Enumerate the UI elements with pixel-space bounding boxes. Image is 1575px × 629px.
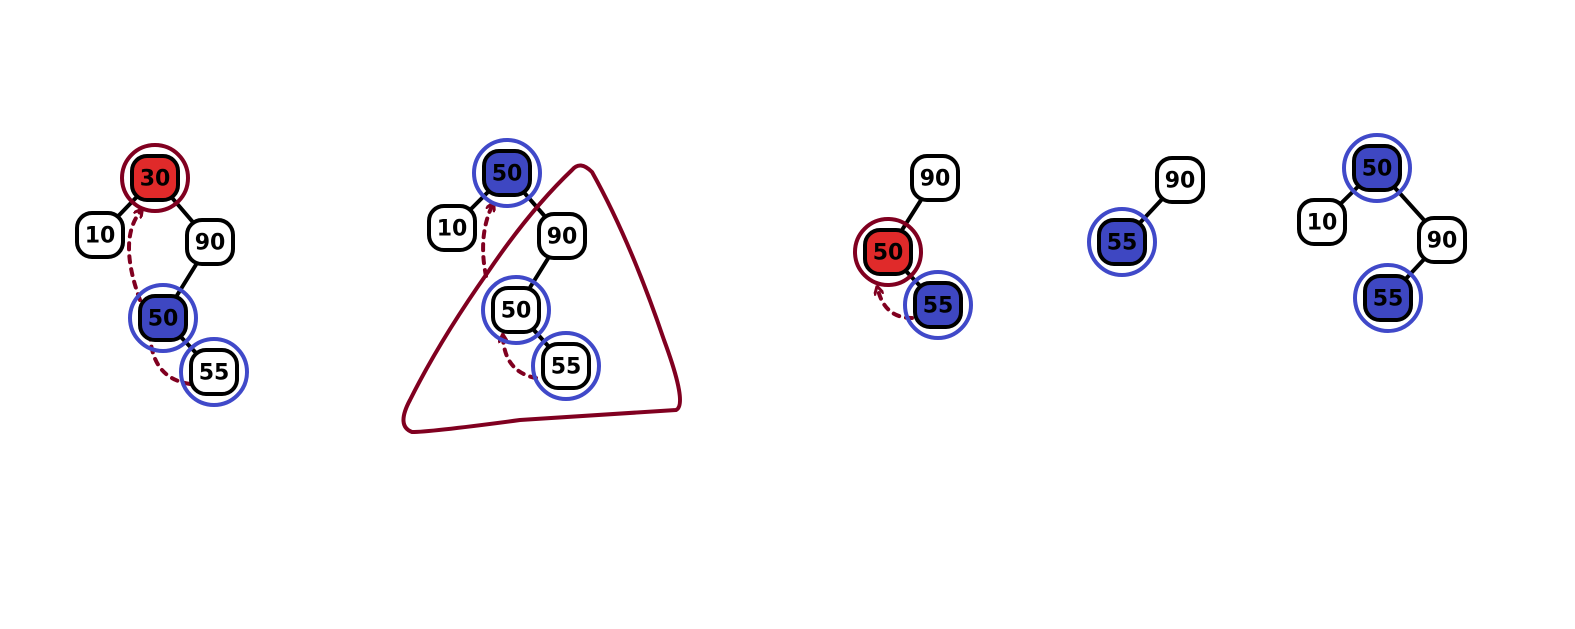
tree-3-node-1: 90: [910, 154, 960, 202]
tree-nodes: 30 10 90 50 55 50 10 90 50 55 90 50 55 90 55 50 10 90 55: [75, 133, 1467, 407]
node-body: [1097, 218, 1147, 266]
tree-1-node-4: 50: [128, 283, 198, 353]
tree-5-node-1: 50: [1342, 133, 1412, 203]
node-body: [1352, 144, 1402, 192]
tree-5-node-4: 55: [1353, 263, 1423, 333]
subtree-highlight-triangle: [401, 163, 682, 434]
tree-2-node-3: 90: [537, 212, 587, 260]
tree-edges: [98, 166, 1444, 374]
tree-1-rotation-arrow-2: [127, 212, 140, 302]
node-body: [130, 154, 180, 202]
tree-2-rotation-arrow-2: [481, 206, 492, 278]
node-label: 50: [492, 162, 523, 187]
node-label: 50: [873, 241, 904, 266]
node-body: [491, 286, 541, 334]
node-body: [537, 212, 587, 260]
tree-1-node-5: 55: [179, 337, 249, 407]
node-label: 55: [199, 361, 230, 386]
node-highlight-ring: [853, 217, 923, 287]
node-label: 90: [1165, 169, 1196, 194]
node-label: 10: [1307, 211, 1338, 236]
tree-5-node-2: 10: [1297, 198, 1347, 246]
node-label: 10: [85, 224, 116, 249]
node-body: [910, 154, 960, 202]
tree-2-node-1: 50: [472, 138, 542, 208]
node-highlight-ring: [1087, 207, 1157, 277]
node-label: 90: [1427, 229, 1458, 254]
node-label: 55: [923, 294, 954, 319]
tree-3-node-2: 50: [853, 217, 923, 287]
node-label: 90: [920, 167, 951, 192]
node-highlight-ring: [1353, 263, 1423, 333]
node-body: [189, 348, 239, 396]
tree-1-node-3: 90: [185, 218, 235, 266]
node-body: [185, 218, 235, 266]
tree-2-node-2: 10: [427, 204, 477, 252]
tree-1-node-2: 10: [75, 211, 125, 259]
node-body: [427, 204, 477, 252]
node-body: [541, 342, 591, 390]
node-label: 30: [140, 167, 171, 192]
node-body: [863, 228, 913, 276]
node-body: [482, 149, 532, 197]
node-highlight-ring: [903, 270, 973, 340]
node-body: [75, 211, 125, 259]
node-body: [138, 294, 188, 342]
tree-2-node-4: 50: [481, 275, 551, 345]
tree-1-node-1: 30: [120, 143, 190, 213]
tree-2-rotation-arrow-1: [503, 338, 538, 380]
node-highlight-ring: [472, 138, 542, 208]
node-label: 90: [547, 225, 578, 250]
node-label: 55: [1373, 287, 1404, 312]
tree-4-node-2: 55: [1087, 207, 1157, 277]
node-label: 50: [148, 307, 179, 332]
node-label: 90: [195, 231, 226, 256]
tree-4-node-1: 90: [1155, 156, 1205, 204]
tree-2-node-5: 55: [531, 331, 601, 401]
tree-3-node-3: 55: [903, 270, 973, 340]
node-body: [913, 281, 963, 329]
node-body: [1155, 156, 1205, 204]
node-highlight-ring: [128, 283, 198, 353]
node-highlight-ring: [120, 143, 190, 213]
tree-5-node-3: 90: [1417, 216, 1467, 264]
node-label: 10: [437, 217, 468, 242]
node-highlight-ring: [481, 275, 551, 345]
node-highlight-ring: [1342, 133, 1412, 203]
node-highlight-ring: [531, 331, 601, 401]
node-label: 50: [501, 299, 532, 324]
node-body: [1363, 274, 1413, 322]
node-label: 50: [1362, 157, 1393, 182]
node-body: [1417, 216, 1467, 264]
node-body: [1297, 198, 1347, 246]
node-highlight-ring: [179, 337, 249, 407]
node-label: 55: [551, 355, 582, 380]
node-label: 55: [1107, 231, 1138, 256]
